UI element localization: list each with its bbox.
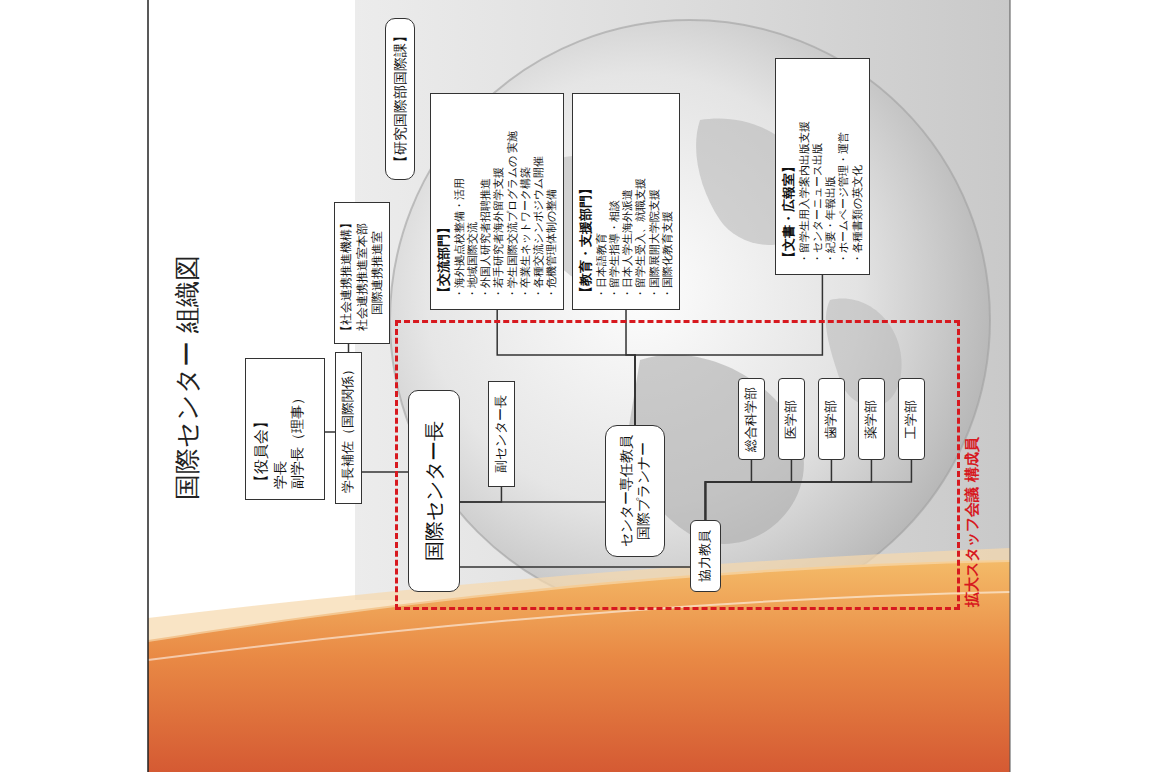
box-text: 総合科学部 — [743, 383, 760, 455]
frame-label: 拡大スタッフ会議 構成員 — [963, 437, 983, 607]
deputy-box: 副センター長 — [488, 381, 515, 487]
box-text: ・日本人学生海外派遣 — [621, 104, 634, 299]
division-box: 【文書・広報室】・留学生用入学案内出版支援・センターニュース出版・紀要・年報出版… — [775, 58, 870, 275]
connector — [348, 344, 350, 352]
box-text: 国際プランナー — [635, 432, 653, 550]
box-text: ・ホームページ管理・運営 — [837, 69, 850, 264]
globe — [390, 20, 990, 600]
box-text: 薬学部 — [863, 383, 880, 455]
box-text: 社会連携推進室本部 — [355, 209, 370, 337]
box-heading: 【教育・支援部門】 — [578, 104, 595, 299]
box-text: ・留学生受入、就職支援 — [634, 104, 647, 299]
connector — [460, 566, 690, 568]
connector — [705, 460, 791, 520]
box-heading: 【交流部門】 — [436, 104, 453, 299]
box-text: ・卒業生ネットワーク構築 — [519, 104, 532, 299]
globe-illustration — [390, 20, 990, 600]
box-text: 歯学部 — [823, 383, 840, 455]
box-text: ・センターニュース出版 — [811, 69, 824, 264]
staff-meeting-frame: 拡大スタッフ会議 構成員国際センター長副センター長センター専任教員国際プランナー… — [395, 320, 960, 610]
box-text: ・海外拠点校整備・活用 — [453, 104, 466, 299]
box-text: ・国際展開大学院支援 — [648, 104, 661, 299]
department-box: 医学部 — [778, 378, 805, 460]
box-text: 学長補佐（国際関係） — [340, 359, 357, 497]
connector — [705, 460, 871, 520]
box-heading: 【文書・広報室】 — [781, 69, 798, 264]
globe-rim — [390, 20, 990, 600]
division-box: 【交流部門】・海外拠点校整備・活用・地域国際交流・外国人研究者招聘推進・若手研究… — [430, 93, 564, 310]
frame-line — [147, 0, 149, 772]
box-text: ・紀要・年報出版 — [824, 69, 837, 264]
box-text: 協力教員 — [697, 525, 714, 587]
box-text: ・危機管理体制の整備 — [545, 104, 558, 299]
frame-line — [1010, 0, 1011, 772]
box-text: 医学部 — [783, 383, 800, 455]
box-heading: 【役員会】 — [252, 369, 272, 489]
orange-wave — [148, 560, 1010, 772]
box-text: ・留学生用入学案内出版支援 — [798, 69, 811, 264]
office-box: 【研究国際部国際課】 — [385, 18, 415, 180]
liaison-box: 【社会連携推進機構】社会連携推進室本部国際連携推進室 — [334, 202, 390, 344]
box-heading: センター専任教員 — [617, 432, 635, 550]
box-text: ・各種交流シンポジウム開催 — [532, 104, 545, 299]
box-text: ・地域国際交流 — [466, 104, 479, 299]
faculty-staff-box: センター専任教員国際プランナー — [605, 425, 665, 557]
department-box: 総合科学部 — [738, 378, 765, 460]
box-text: ・日本語教育 — [595, 104, 608, 299]
connector — [705, 460, 911, 520]
box-text: ・学生国際交流プログラムの 実施 — [506, 104, 519, 299]
connector — [705, 460, 751, 520]
box-text: ・留学生指導・相談 — [608, 104, 621, 299]
assistant-box: 学長補佐（国際関係） — [335, 352, 362, 504]
box-text: ・国際化教育支援 — [661, 104, 674, 299]
director-box: 国際センター長 — [408, 390, 460, 592]
box-text: 副学長（理事） — [289, 369, 307, 489]
board-box: 【役員会】学長副学長（理事） — [245, 358, 325, 500]
box-text: ・外国人研究者招聘推進 — [479, 104, 492, 299]
box-heading: 【社会連携推進機構】 — [339, 209, 355, 337]
diagram-title: 国際センター 組織図 — [172, 255, 203, 500]
box-text: 学長 — [272, 369, 290, 489]
division-box: 【教育・支援部門】・日本語教育・留学生指導・相談・日本人学生海外派遣・留学生受入… — [572, 93, 680, 310]
box-text: 国際連携推進室 — [370, 209, 385, 337]
connector — [497, 310, 635, 425]
connector — [705, 460, 831, 520]
department-box: 歯学部 — [818, 378, 845, 460]
box-text: 工学部 — [903, 383, 920, 455]
connector — [460, 487, 501, 502]
box-text: 国際センター長 — [421, 399, 447, 583]
connector — [362, 471, 408, 473]
department-box: 薬学部 — [858, 378, 885, 460]
box-text: ・若手研究者海外留学支援 — [492, 104, 505, 299]
department-box: 工学部 — [898, 378, 925, 460]
box-text: 【研究国際部国際課】 — [391, 27, 409, 171]
connector — [626, 310, 635, 425]
box-text: 副センター長 — [493, 388, 510, 480]
cooperating-box: 協力教員 — [690, 520, 721, 592]
box-text: ・各種書類の英文化 — [851, 69, 864, 264]
wave-streak — [148, 592, 1010, 660]
connector — [325, 431, 335, 433]
connector — [460, 501, 605, 503]
